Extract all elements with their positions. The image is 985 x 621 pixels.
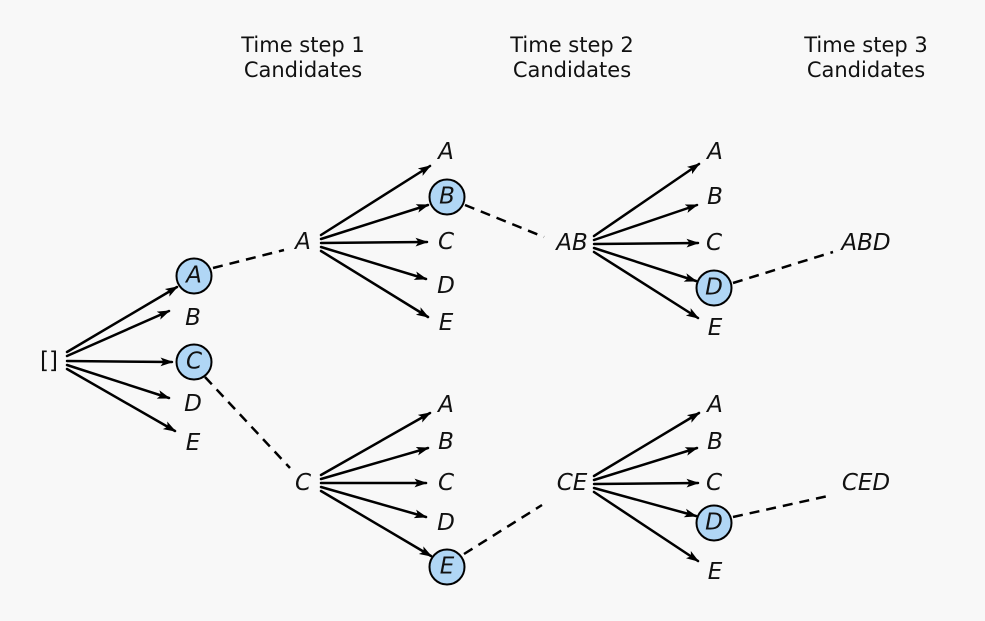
step2-C-candidate-E-selected: E xyxy=(428,548,466,586)
candidate-arrow xyxy=(592,486,698,518)
step3-CE-candidate-E: E xyxy=(707,559,723,585)
beam-C-label: C xyxy=(294,470,312,496)
beam-CE-label: CE xyxy=(556,470,588,496)
beam-selection-connector xyxy=(204,376,291,469)
beam-selection-connector xyxy=(463,503,543,556)
step2-A-candidate-B-selected: B xyxy=(428,178,466,216)
step3-CE-candidate-D-selected: D xyxy=(695,504,733,542)
step1-candidate-D: D xyxy=(184,391,202,417)
beam-selection-connector xyxy=(732,494,829,519)
step1-candidate-C-selected: C xyxy=(175,343,213,381)
step3-AB-candidate-C: C xyxy=(705,230,723,256)
candidate-arrow xyxy=(592,246,698,283)
candidate-arrow xyxy=(592,203,699,242)
candidate-arrow xyxy=(592,238,700,248)
step1-candidate-B: B xyxy=(185,305,201,331)
candidate-arrow xyxy=(592,446,699,482)
header-timestep-1: Time step 1 Candidates xyxy=(241,33,365,83)
candidate-arrow xyxy=(65,285,179,354)
header-timestep-3-line2: Candidates xyxy=(806,58,926,82)
step2-A-candidate-D: D xyxy=(437,273,455,299)
candidate-arrow xyxy=(319,489,433,558)
candidate-arrow xyxy=(319,411,432,477)
candidate-arrow xyxy=(319,164,432,237)
beam-selection-connector xyxy=(464,203,545,239)
header-timestep-1-line2: Candidates xyxy=(243,58,363,82)
header-timestep-2-line1: Time step 2 xyxy=(510,33,634,57)
beam-A-label: A xyxy=(295,229,311,255)
candidate-arrow xyxy=(319,237,429,247)
step1-candidate-A-selected: A xyxy=(175,257,213,295)
beam-AB-label: AB xyxy=(556,230,588,256)
candidate-arrow xyxy=(65,357,174,367)
beam-CED-label: CED xyxy=(841,470,891,496)
header-timestep-1-line1: Time step 1 xyxy=(241,33,365,57)
step1-candidate-E: E xyxy=(185,430,201,456)
candidate-arrow xyxy=(319,249,430,319)
candidate-arrow xyxy=(592,162,701,238)
header-timestep-3: Time step 3 Candidates xyxy=(804,33,928,83)
header-timestep-2: Time step 2 Candidates xyxy=(510,33,634,83)
candidate-arrow xyxy=(65,367,177,433)
candidate-arrow xyxy=(592,478,700,488)
candidate-arrow xyxy=(592,490,700,563)
candidate-arrow xyxy=(319,485,428,519)
step2-C-candidate-C: C xyxy=(437,470,455,496)
beam-selection-connector xyxy=(732,250,834,285)
candidate-arrow xyxy=(65,363,171,400)
candidate-arrow xyxy=(319,245,428,281)
step3-CE-candidate-C: C xyxy=(705,470,723,496)
step3-AB-candidate-B: B xyxy=(707,184,723,210)
candidate-arrow xyxy=(319,446,430,481)
step3-AB-candidate-D-selected: D xyxy=(695,269,733,307)
root-node: [] xyxy=(40,348,58,374)
step2-A-candidate-A: A xyxy=(438,139,454,165)
candidate-arrow xyxy=(592,411,701,478)
beam-ABD-label: ABD xyxy=(841,230,891,256)
step2-A-candidate-C: C xyxy=(437,229,455,255)
candidate-arrow xyxy=(592,250,700,320)
step3-AB-candidate-E: E xyxy=(707,315,723,341)
header-timestep-3-line1: Time step 3 xyxy=(804,33,928,57)
beam-selection-connector xyxy=(212,248,285,270)
candidate-arrow xyxy=(319,203,430,241)
header-timestep-2-line2: Candidates xyxy=(512,58,632,82)
step2-C-candidate-B: B xyxy=(438,429,454,455)
step2-C-candidate-A: A xyxy=(438,392,454,418)
candidate-arrow xyxy=(65,309,171,358)
step2-C-candidate-D: D xyxy=(437,510,455,536)
step3-CE-candidate-A: A xyxy=(707,392,723,418)
step3-AB-candidate-A: A xyxy=(707,139,723,165)
step3-CE-candidate-B: B xyxy=(707,429,723,455)
step2-A-candidate-E: E xyxy=(438,310,454,336)
